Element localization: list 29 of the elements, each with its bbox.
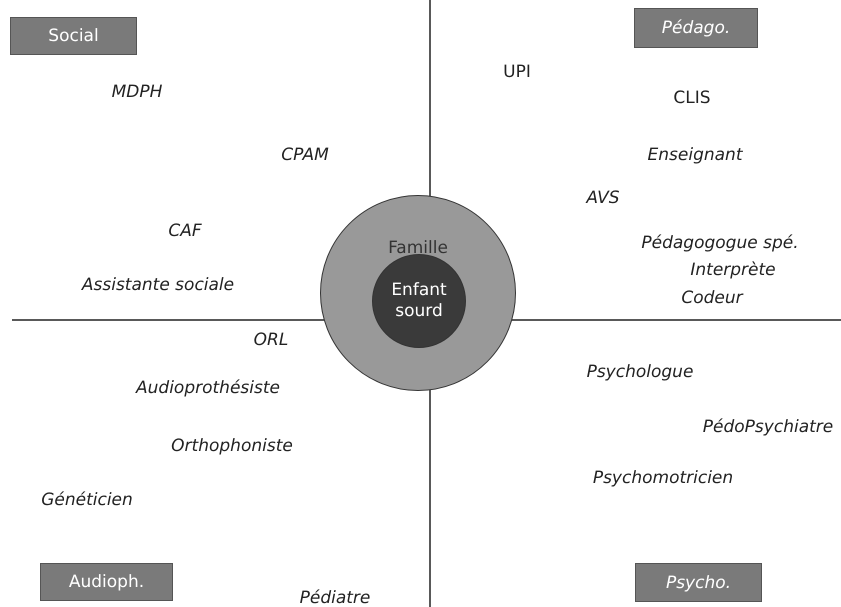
role-label: Psychomotricien [592, 468, 734, 488]
role-label: MDPH [112, 82, 162, 102]
role-label: CPAM [281, 145, 329, 165]
role-label: Psychologue [586, 362, 694, 382]
role-label: Pédagogogue spé. [641, 233, 799, 253]
circle-label: Famille [388, 238, 448, 258]
role-label: Pédiatre [300, 588, 370, 607]
category-box [635, 563, 762, 602]
role-label: Généticien [41, 490, 133, 510]
role-label: Orthophoniste [171, 436, 293, 456]
category-box [40, 563, 173, 601]
role-label: Codeur [681, 288, 743, 308]
category-label: Social [48, 26, 99, 46]
role-label: CLIS [673, 88, 711, 108]
role-label: PédoPsychiatre [702, 417, 834, 437]
category-label: Pédago. [662, 18, 730, 38]
role-label: Assistante sociale [82, 275, 234, 295]
role-label: UPI [503, 62, 531, 82]
role-label: CAF [168, 221, 202, 241]
category-label: Audioph. [68, 572, 144, 592]
category-label: Psycho. [666, 572, 732, 592]
category-box [634, 8, 758, 48]
role-label: Interprète [690, 260, 776, 280]
role-label: Enseignant [648, 145, 742, 165]
role-label: ORL [254, 330, 288, 350]
circle-label: Enfant sourd [390, 280, 448, 322]
role-label: Audioprothésiste [136, 378, 280, 398]
category-box [10, 17, 137, 55]
role-label: AVS [586, 188, 620, 208]
